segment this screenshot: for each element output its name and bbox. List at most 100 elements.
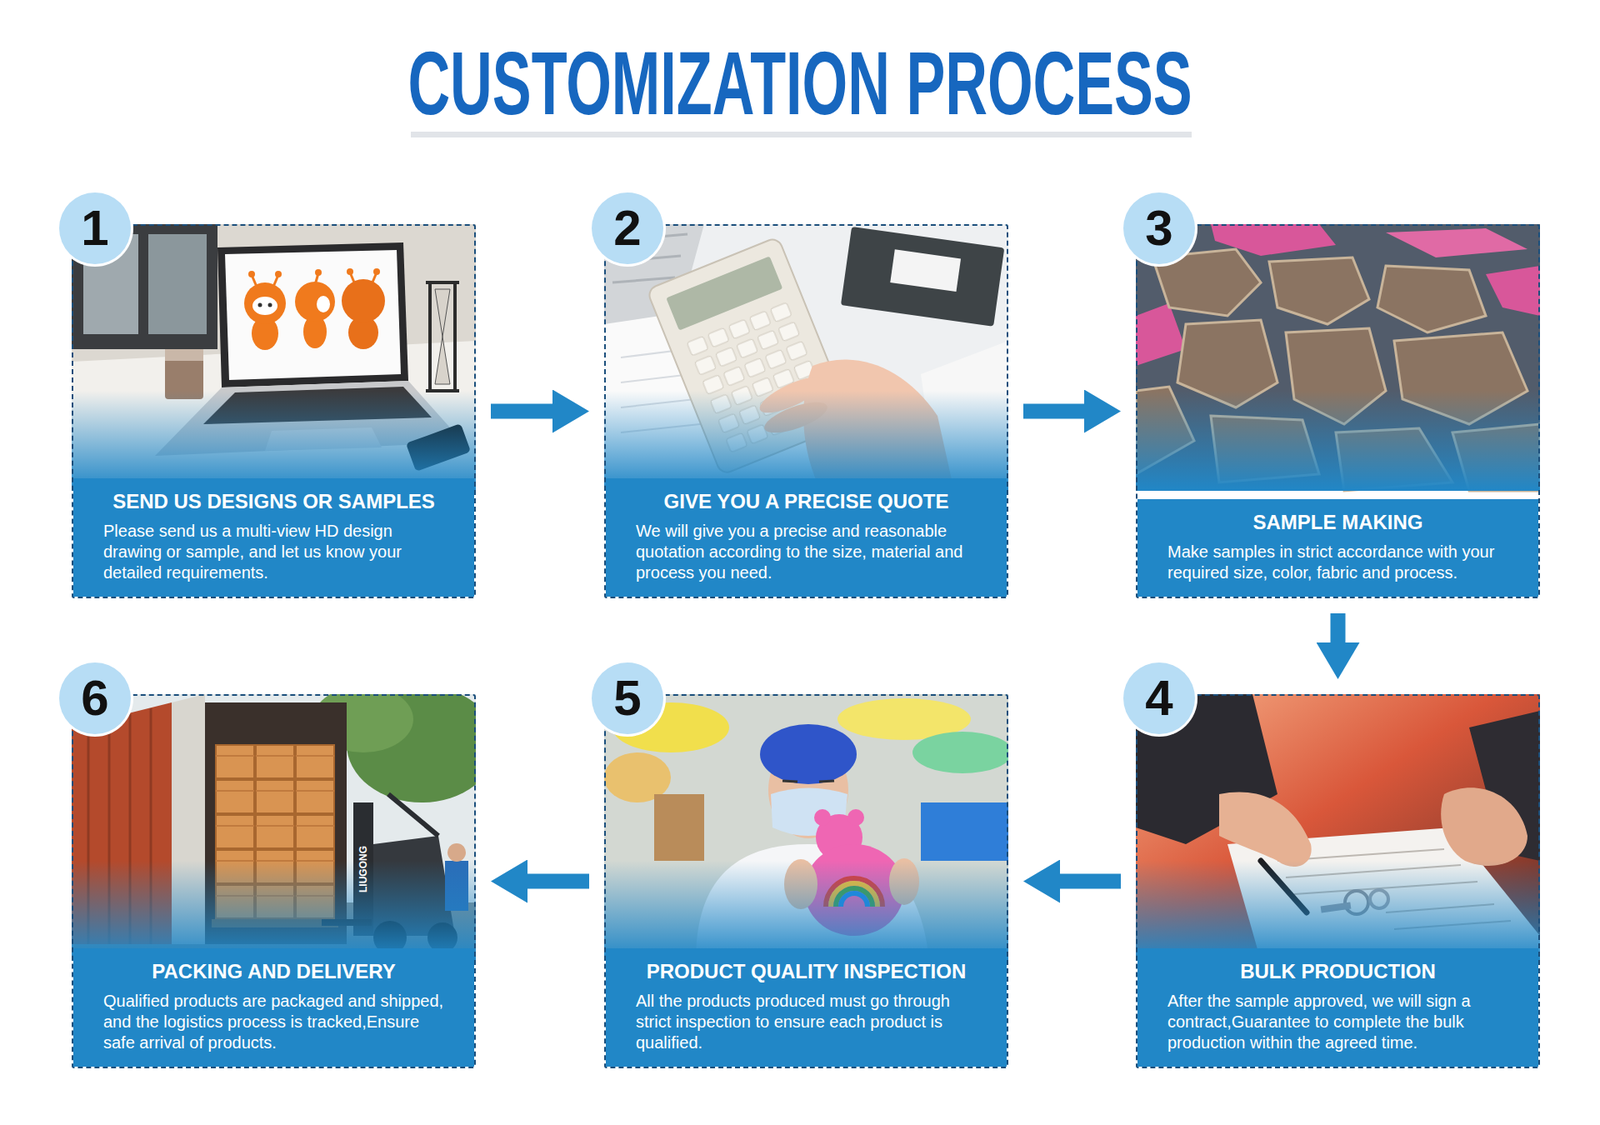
- container-photo: [71, 694, 476, 961]
- laptop-photo: [316, 295, 330, 313]
- laptop-photo: [341, 268, 385, 350]
- forklift-brand: LIUGONG: [356, 831, 370, 907]
- inspection-photo: [847, 809, 865, 826]
- step-heading: SAMPLE MAKING: [1167, 510, 1509, 535]
- laptop-photo: [373, 268, 380, 275]
- fabric-photo: [1377, 265, 1486, 333]
- calculator-photo: [604, 224, 1009, 491]
- step-number-circle: 4: [1123, 662, 1195, 735]
- inspection-photo: [819, 780, 835, 782]
- laptop-photo: [71, 224, 476, 491]
- inspection-photo: [760, 724, 857, 785]
- caption-panel: SEND US DESIGNS OR SAMPLES Please send us…: [73, 478, 475, 597]
- fabric-photo: [1385, 228, 1528, 258]
- laptop-photo: [165, 349, 204, 361]
- step-number-circle: 6: [59, 662, 131, 735]
- laptop-photo: [71, 224, 476, 491]
- step-card: PRODUCT QUALITY INSPECTION All the produc…: [604, 694, 1009, 1069]
- laptop-photo: [71, 390, 476, 491]
- laptop-photo: [148, 234, 207, 335]
- step-number: 3: [1145, 203, 1173, 254]
- inspection-photo: [654, 794, 705, 861]
- caption-panel: PRODUCT QUALITY INSPECTION All the produc…: [605, 948, 1007, 1067]
- fabric-photo: [1135, 249, 1540, 491]
- caption-panel: SAMPLE MAKING Make samples in strict acco…: [1137, 499, 1539, 597]
- flow-arrow: [1008, 404, 1136, 420]
- step-number-circle: 5: [591, 662, 664, 735]
- step-description: Please send us a multi-view HD design dr…: [103, 520, 445, 584]
- caption-panel: GIVE YOU A PRECISE QUOTEWe will give you…: [605, 478, 1007, 597]
- step-description: After the sample approved, we will sign …: [1167, 990, 1509, 1054]
- step-number: 2: [613, 203, 641, 254]
- calculator-photo: [840, 226, 1005, 327]
- step-card: BULK PRODUCTION After the sample approved…: [1135, 694, 1540, 1069]
- contract-photo: [1440, 787, 1528, 866]
- laptop-photo: [341, 279, 385, 323]
- caption-panel: BULK PRODUCTION After the sample approved…: [1137, 948, 1539, 1067]
- step-card: GIVE YOU A PRECISE QUOTEWe will give you…: [604, 224, 1009, 599]
- calculator-photo: [604, 224, 1009, 491]
- inspection-photo: [782, 780, 798, 782]
- fabric-photo: [1485, 265, 1540, 316]
- fabric-photo: [1135, 303, 1186, 366]
- step-number-circle: 1: [59, 192, 131, 265]
- step-number: 6: [80, 673, 109, 724]
- step-number-circle: 3: [1123, 192, 1195, 265]
- contract-photo: [1135, 694, 1540, 961]
- diagram-title: CUSTOMIZATION PROCESS: [407, 33, 1192, 134]
- calculator-photo: [890, 249, 961, 292]
- contract-photo: [1135, 694, 1540, 961]
- contract-photo: [1135, 694, 1540, 961]
- flow-arrow: [475, 404, 605, 420]
- laptop-photo: [71, 224, 476, 491]
- step-description: Make samples in strict accordance with y…: [1167, 541, 1509, 584]
- laptop-photo: [244, 282, 286, 325]
- laptop-photo: [428, 282, 432, 391]
- flow-arrow: [475, 874, 605, 890]
- laptop-photo: [225, 250, 401, 380]
- inspection-photo: [604, 694, 1009, 961]
- container-photo: [71, 860, 476, 961]
- calculator-photo: [840, 226, 1005, 327]
- laptop-photo: [295, 281, 335, 322]
- step-heading: PRODUCT QUALITY INSPECTION: [635, 960, 977, 985]
- laptop-photo: [244, 270, 286, 350]
- fabric-photo: [1269, 257, 1370, 325]
- step-description: All the products produced must go throug…: [635, 990, 977, 1054]
- laptop-photo: [268, 303, 273, 308]
- step-heading: BULK PRODUCTION: [1167, 960, 1509, 985]
- step-description: We will give you a precise and reasonabl…: [635, 520, 977, 584]
- container-photo: [71, 685, 497, 961]
- inspection-photo: [814, 809, 831, 826]
- laptop-photo: [275, 270, 282, 278]
- fabric-photo: [1135, 224, 1540, 491]
- calculator-photo: [604, 390, 1009, 491]
- fabric-photo: [1135, 224, 1540, 491]
- title-holder: CUSTOMIZATION PROCESS: [0, 33, 1600, 134]
- step-card: SEND US DESIGNS OR SAMPLES Please send us…: [71, 224, 476, 599]
- step-description: Qualified products are packaged and ship…: [103, 990, 445, 1054]
- laptop-photo: [217, 242, 409, 388]
- contract-photo: [1219, 792, 1312, 868]
- laptop-photo: [248, 270, 255, 278]
- fabric-photo: [1135, 224, 1540, 491]
- laptop-photo: [453, 282, 457, 391]
- laptop-photo: [258, 303, 263, 308]
- container-photo: [447, 843, 466, 862]
- flow-arrow: [1008, 874, 1136, 890]
- step-number: 5: [613, 673, 641, 724]
- step-heading: PACKING AND DELIVERY: [103, 960, 445, 985]
- step-heading: SEND US DESIGNS OR SAMPLES: [103, 490, 445, 515]
- step-card: PACKING AND DELIVERY Qualified products a…: [71, 694, 476, 1069]
- laptop-photo: [346, 268, 354, 275]
- calculator-photo: [604, 224, 1009, 491]
- step-card: SAMPLE MAKING Make samples in strict acco…: [1135, 224, 1540, 599]
- caption-panel: PACKING AND DELIVERY Qualified products a…: [73, 948, 475, 1067]
- step-number-circle: 2: [591, 192, 664, 265]
- flow-arrow: [1330, 598, 1346, 695]
- inspection-photo: [920, 802, 1009, 861]
- laptop-photo: [252, 296, 278, 315]
- laptop-photo: [425, 282, 460, 391]
